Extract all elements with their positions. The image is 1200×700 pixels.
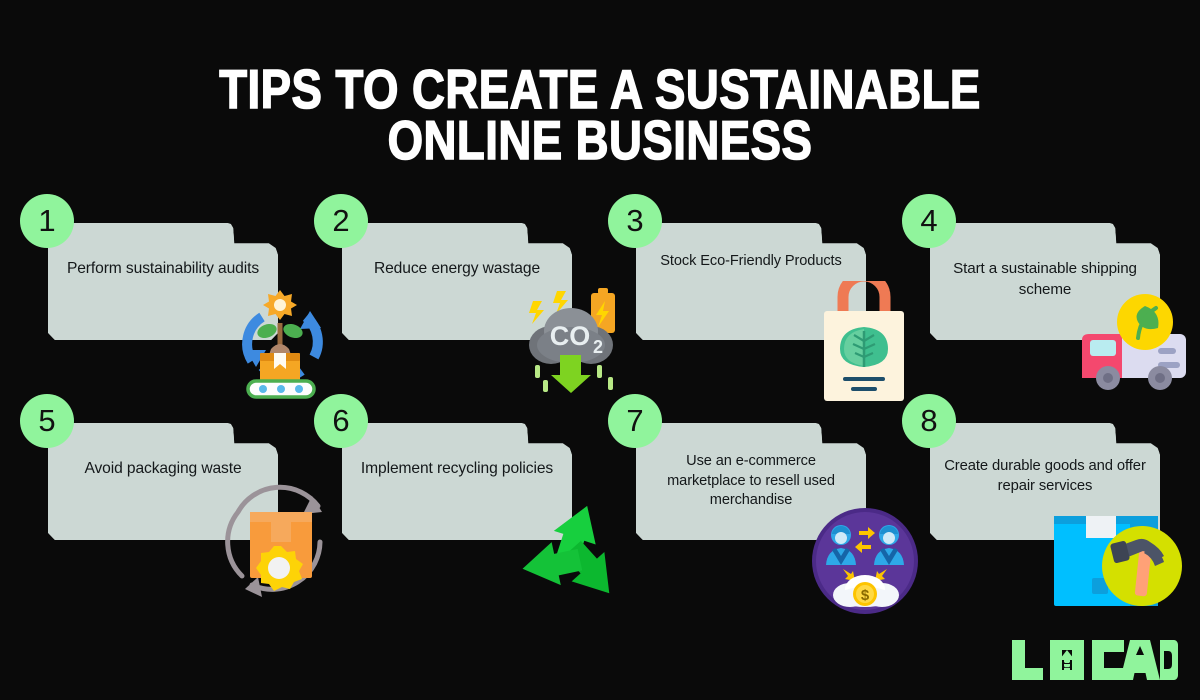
title-line-1: TIPS TO CREATE A SUSTAINABLE xyxy=(219,59,981,121)
tip-number-badge-2: 2 xyxy=(314,194,368,248)
eco-shopping-bag-icon xyxy=(816,281,912,401)
tip-card-1[interactable]: 1 Perform sustainability audits xyxy=(20,194,278,340)
tip-card-4[interactable]: 4 Start a sustainable shipping scheme xyxy=(902,194,1160,340)
tip-text-2: Reduce energy wastage xyxy=(373,260,541,277)
page-title: TIPS TO CREATE A SUSTAINABLE ONLINE BUSI… xyxy=(0,59,1200,171)
tip-text-7: Use an e-commerce marketplace to resell … xyxy=(667,453,835,508)
tip-text-8: Create durable goods and offer repair se… xyxy=(944,458,1146,494)
tip-number-badge-7: 7 xyxy=(608,394,662,448)
recycle-arrows-icon xyxy=(513,498,633,614)
svg-text:$: $ xyxy=(861,587,870,604)
tip-number-badge-1: 1 xyxy=(20,194,74,248)
tip-number-badge-6: 6 xyxy=(314,394,368,448)
tip-card-2[interactable]: 2 Reduce energy wastage xyxy=(314,194,572,340)
recycling-plant-conveyor-icon xyxy=(232,283,328,399)
marketplace-people-cloud-icon: $ xyxy=(810,507,920,615)
card-background xyxy=(342,223,572,340)
tip-card-6[interactable]: 6 Implement recycling policies xyxy=(314,394,572,540)
svg-text:CO: CO xyxy=(550,321,591,351)
tip-number-badge-4: 4 xyxy=(902,194,956,248)
box-hammer-repair-icon xyxy=(1046,502,1186,614)
tip-card-5[interactable]: 5 Avoid packaging waste xyxy=(20,394,278,540)
green-delivery-truck-icon xyxy=(1076,292,1192,396)
tip-text-3: Stock Eco-Friendly Products xyxy=(660,253,842,269)
svg-text:2: 2 xyxy=(593,337,603,357)
tip-text-1: Perform sustainability audits xyxy=(66,260,260,277)
locad-logo xyxy=(1010,636,1178,684)
tip-text-6: Implement recycling policies xyxy=(360,460,554,477)
tip-number-badge-8: 8 xyxy=(902,394,956,448)
package-gear-cycle-icon xyxy=(216,482,344,602)
locad-wordmark-icon xyxy=(1012,640,1178,680)
co2-cloud-energy-icon: CO 2 xyxy=(513,283,625,393)
tip-number-badge-3: 3 xyxy=(608,194,662,248)
tip-text-5: Avoid packaging waste xyxy=(84,460,242,477)
tip-card-3[interactable]: 3 Stock Eco-Friendly Products xyxy=(608,194,866,340)
tip-number-badge-5: 5 xyxy=(20,394,74,448)
tip-text-4: Start a sustainable shipping scheme xyxy=(953,260,1137,298)
title-line-2: ONLINE BUSINESS xyxy=(387,110,813,172)
